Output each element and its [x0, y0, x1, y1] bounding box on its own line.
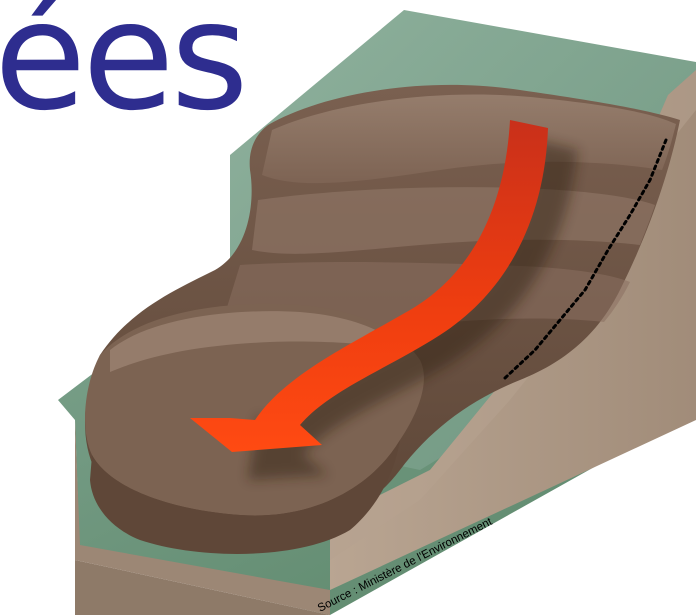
landslide-diagram: Source : Ministère de l'Environnement [0, 0, 696, 615]
slide-canvas: ées [0, 0, 696, 615]
